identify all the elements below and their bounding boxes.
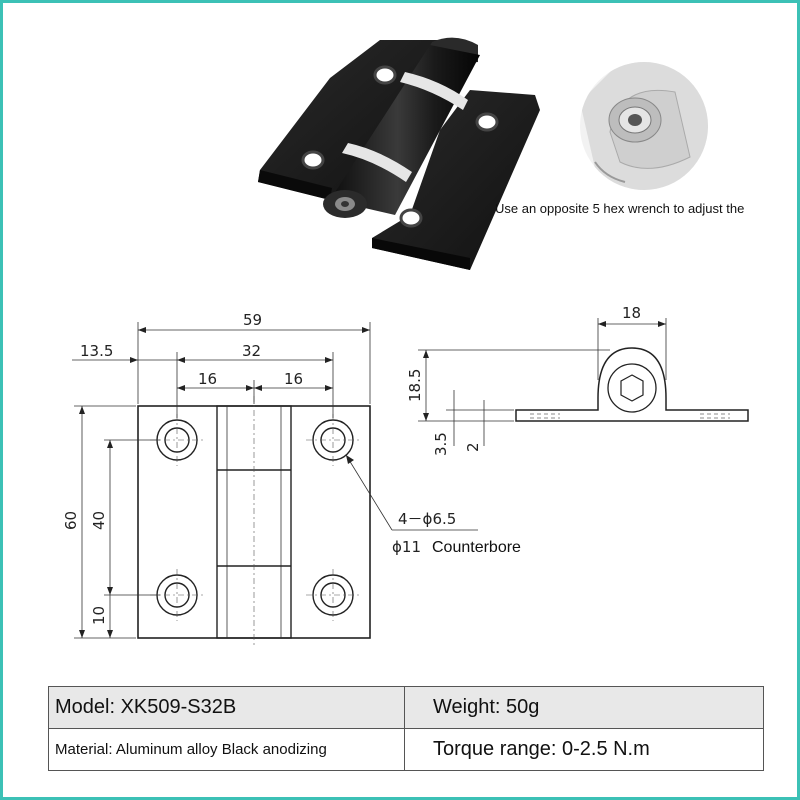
side-view: [515, 347, 749, 422]
ring-top: [400, 72, 468, 110]
arrowheads: [79, 327, 370, 638]
dim-height-total: 60: [62, 511, 80, 530]
product-photo: Use an opposite 5 hex wrench to adjust t…: [0, 0, 800, 300]
counterbore-label: Counterbore: [432, 539, 521, 556]
front-dimension-lines: [72, 322, 478, 639]
spec-row: Model: XK509-S32B Weight: 50g: [48, 686, 764, 729]
dim-half-left: 16: [198, 370, 217, 388]
ring-bottom: [342, 143, 412, 182]
hole-spec: 4－ϕ6.5: [398, 510, 456, 528]
spec-weight: Weight: 50g: [404, 686, 764, 729]
dim-half-right: 16: [284, 370, 303, 388]
spec-row: Material: Aluminum alloy Black anodizing…: [48, 728, 764, 771]
hinge-photo-image: [258, 37, 540, 270]
dim-side-height: 18.5: [406, 369, 424, 402]
spec-torque: Torque range: 0-2.5 N.m: [404, 728, 764, 771]
dim-width-total: 59: [243, 311, 262, 329]
dim-offset-left: 13.5: [80, 342, 113, 360]
spec-model: Model: XK509-S32B: [48, 686, 405, 729]
side-dimension-lines: [418, 318, 667, 446]
dimension-drawing: 59 13.5 32 16 16 60 40 10 4－ϕ6.5 ϕ11 Cou…: [62, 304, 749, 648]
dim-plate-thickness: 2: [464, 442, 482, 452]
closeup-image: [580, 62, 708, 190]
technical-drawing: 59 13.5 32 16 16 60 40 10 4－ϕ6.5 ϕ11 Cou…: [0, 290, 800, 670]
spec-table: Model: XK509-S32B Weight: 50g Material: …: [48, 686, 764, 771]
hex-socket-closeup: [580, 62, 708, 190]
spec-material: Material: Aluminum alloy Black anodizing: [48, 728, 405, 771]
dim-hole-vertical: 40: [90, 511, 108, 530]
dim-hole-bottom: 10: [90, 606, 108, 625]
front-view: [137, 396, 371, 648]
dim-hole-spacing: 32: [242, 342, 261, 360]
dim-knuckle-width: 18: [622, 304, 641, 322]
counterbore-spec: ϕ11: [392, 538, 421, 556]
closeup-caption: Use an opposite 5 hex wrench to adjust t…: [495, 201, 745, 216]
dim-plate-offset: 3.5: [432, 432, 450, 456]
